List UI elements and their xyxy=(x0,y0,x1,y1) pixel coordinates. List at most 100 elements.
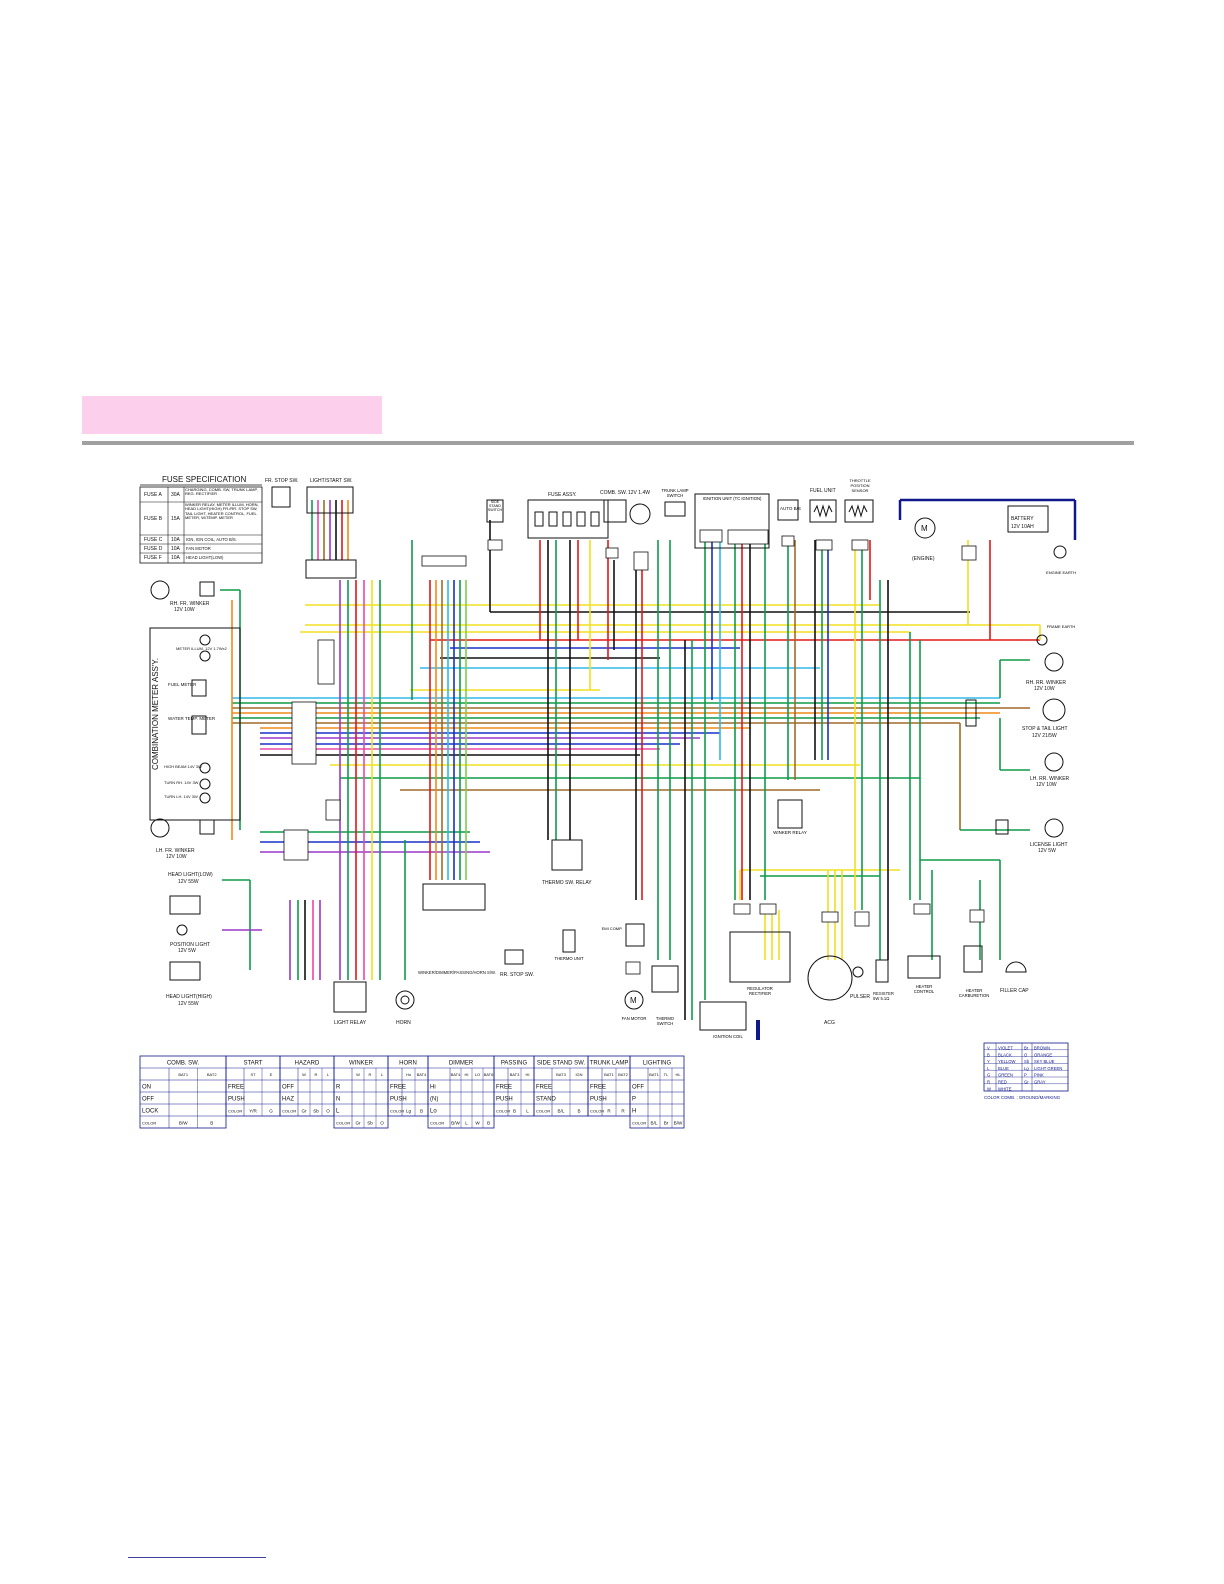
turn-rh-label: TURN RH. 14V 3W xyxy=(164,780,199,785)
ignition-coil: IGNITION COIL xyxy=(699,1001,747,1039)
thermo-sw-relay: THERMO SW. RELAY xyxy=(542,839,592,886)
color-code-name: LIGHT GREEN xyxy=(1034,1066,1062,1071)
thermo-unit-label: THERMO UNIT xyxy=(554,956,584,961)
switch-table-row-label: COLOR xyxy=(336,1121,350,1126)
motor-symbol: M xyxy=(921,524,928,533)
fuse-c-use: IGN, IGN COIL, AUTO B/S. xyxy=(186,537,237,542)
switch-table-row-label: COLOR xyxy=(282,1109,296,1114)
stop-tail-light-spec: 12V 21/5W xyxy=(1032,733,1057,739)
trunk-lamp-switch-label: TRUNK LAMP SWITCH xyxy=(661,488,689,498)
switch-table-col-header: Ho xyxy=(406,1072,412,1077)
switch-table-col-header: L xyxy=(381,1072,384,1077)
thermo-unit: THERMO UNIT xyxy=(554,929,584,961)
switch-table-row-label: L xyxy=(336,1109,340,1115)
horn-label: HORN xyxy=(396,1020,411,1026)
light-relay: LIGHT RELAY xyxy=(333,981,367,1026)
switch-table-cell: B/L xyxy=(558,1109,565,1114)
position-light-label: POSITION LIGHT xyxy=(170,942,210,948)
switch-table-row-label: PUSH xyxy=(496,1097,513,1103)
filler-cap-label: FILLER CAP xyxy=(1000,988,1029,994)
switch-table-row-label: STAND xyxy=(536,1097,557,1103)
winker-relay-label: WINKER RELAY xyxy=(773,830,807,835)
fuse-assy: FUSE ASSY. xyxy=(527,492,609,539)
head-light-low-label: HEAD LIGHT(LOW) xyxy=(168,872,213,878)
water-temp-meter-label: WATER TEMP. METER xyxy=(168,716,216,721)
comb-sw-label: COMB. SW. xyxy=(600,490,627,496)
switch-table-col-header: HL xyxy=(675,1072,681,1077)
color-code-name: WHITE xyxy=(998,1086,1012,1091)
meter-illum-label: METER ILLUM. 12V 1.7Wx2 xyxy=(176,646,228,651)
switch-table-row-label: COLOR xyxy=(536,1109,550,1114)
switch-table-title: START xyxy=(243,1061,262,1067)
switch-table-cell: B xyxy=(420,1109,423,1114)
color-code-abbrev: Sb xyxy=(1024,1059,1030,1064)
rh-rr-winker-spec: 12V 10W xyxy=(1034,686,1055,692)
switch-table-cell: Sb xyxy=(367,1121,373,1126)
bulb-12v-label: 12V 1.4W xyxy=(628,490,650,496)
fuse-d-label: FUSE D xyxy=(144,546,163,552)
fan-motor-label: FAN MOTOR xyxy=(621,1016,647,1021)
switch-table-cell: G xyxy=(269,1109,273,1114)
switch-table-cell: B/W xyxy=(179,1121,188,1126)
filler-cap: FILLER CAP xyxy=(1000,961,1029,994)
high-beam-label: HIGH BEAM 14V 3W xyxy=(164,764,202,769)
switch-table-row-label: COLOR xyxy=(632,1121,646,1126)
color-code-name: BROWN xyxy=(1034,1046,1050,1051)
rh-rr-winker: RH. RR. WINKER 12V 10W xyxy=(1026,652,1066,692)
color-code-name: RED xyxy=(998,1080,1007,1085)
switch-table-title: HAZARD xyxy=(295,1061,320,1067)
winker-relay: WINKER RELAY xyxy=(773,799,807,835)
head-light-high-label: HEAD LIGHT(HIGH) xyxy=(166,994,212,1000)
fuse-b-amp: 15A xyxy=(171,516,181,522)
side-stand-switch: SIDE STAND SWITCH xyxy=(486,499,504,523)
thermo-switch-label: THERMO SWITCH xyxy=(655,1016,675,1026)
rh-fr-winker: RH. FR. WINKER 12V 10W xyxy=(150,580,215,613)
rh-rr-winker-label: RH. RR. WINKER xyxy=(1026,680,1066,686)
thermo-switch: THERMO SWITCH xyxy=(651,965,679,1026)
switch-table-cell: Gr xyxy=(301,1109,307,1114)
battery-spec: 12V 10AH xyxy=(1011,524,1034,530)
switch-table-cell: O xyxy=(380,1121,384,1126)
horn: HORN xyxy=(395,990,415,1026)
fuel-meter-label: FUEL METER xyxy=(168,682,197,687)
light-start-switch: LIGHT/START SW. xyxy=(305,478,357,579)
lh-fr-winker-spec: 12V 10W xyxy=(166,854,187,860)
switch-table-col-header: L xyxy=(327,1072,330,1077)
battery: BATTERY 12V 10AH ENGINE EARTH xyxy=(1007,505,1076,575)
thermo-sw-relay-label: THERMO SW. RELAY xyxy=(542,880,592,886)
fuse-a-amp: 30A xyxy=(171,492,181,498)
stop-tail-light: STOP & TAIL LIGHT 12V 21/5W xyxy=(965,698,1068,739)
section-header-bar xyxy=(82,396,382,434)
color-code-abbrev: Br xyxy=(1024,1046,1029,1051)
switch-table-col-header: W xyxy=(356,1072,360,1077)
color-code-abbrev: B xyxy=(987,1052,990,1057)
switch-table-col-header: BAT1 xyxy=(649,1072,659,1077)
turn-lh-label: TURN LH. 14V 3W xyxy=(164,794,198,799)
switch-table-row-label: H xyxy=(632,1109,636,1115)
switch-table-cell: W xyxy=(475,1121,480,1126)
fr-stop-switch: FR. STOP SW. xyxy=(265,478,298,508)
emi-comp-label: EMI COMP. xyxy=(601,926,623,931)
frame-earth-label: FRAME EARTH xyxy=(1046,624,1076,629)
auto-bs: AUTO B/S xyxy=(777,499,801,521)
trunk-lamp-switch: TRUNK LAMP SWITCH xyxy=(661,488,689,517)
trunk-bulb: 12V 1.4W xyxy=(628,490,651,525)
color-code-abbrev: O xyxy=(1024,1052,1028,1057)
switch-table-row-label: Hi xyxy=(430,1085,436,1091)
resister-label: RESISTER xyxy=(873,991,894,996)
lh-fr-winker-label: LH. FR. WINKER xyxy=(156,848,195,854)
switch-table-row-label: FREE xyxy=(228,1085,244,1091)
battery-label: BATTERY xyxy=(1011,516,1034,522)
color-code-abbrev: L xyxy=(987,1066,990,1071)
switch-table-cell: Y/R xyxy=(249,1109,257,1114)
switch-table-col-header: BAT4 xyxy=(417,1072,427,1077)
switch-table-row-label: R xyxy=(336,1085,341,1091)
head-light-low: HEAD LIGHT(LOW) 12V 55W xyxy=(168,872,213,915)
switch-table-row-label: Lo xyxy=(430,1109,437,1115)
color-code-name: GREEN xyxy=(998,1073,1013,1078)
fuse-f-label: FUSE F xyxy=(144,555,162,561)
switch-table-title: TRUNK LAMP xyxy=(590,1061,629,1067)
